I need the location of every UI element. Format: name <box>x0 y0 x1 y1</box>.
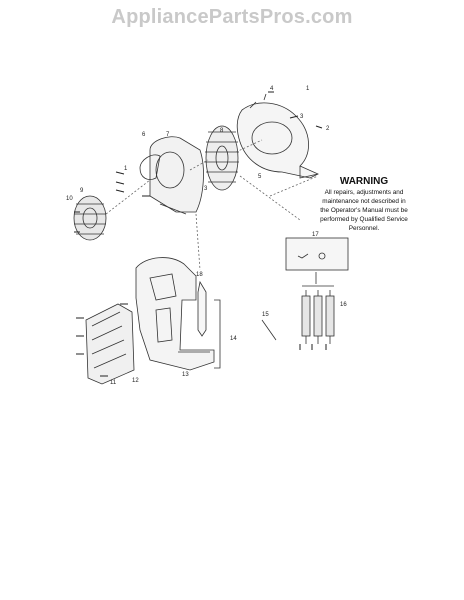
warning-line: maintenance not described in <box>322 198 406 205</box>
callout-7: 7 <box>166 132 170 138</box>
warning-line: Personnel. <box>349 225 380 232</box>
backpack-frame <box>135 257 215 371</box>
battery-cables <box>301 272 335 344</box>
callout-18: 18 <box>196 272 203 278</box>
callout-2: 2 <box>326 126 330 132</box>
callout-12: 12 <box>132 378 139 384</box>
callout-3-right: 3 <box>300 114 304 120</box>
callout-11: 11 <box>110 380 117 386</box>
warning-line: All repairs, adjustments and <box>325 189 404 196</box>
callout-9: 9 <box>80 188 84 194</box>
warning-title: WARNING <box>340 176 389 187</box>
warning-line: the Operator's Manual must be <box>320 207 408 214</box>
callout-1-left: 1 <box>124 166 128 172</box>
fan-impeller <box>205 125 239 191</box>
callout-16: 16 <box>340 302 347 308</box>
callout-15: 15 <box>262 312 269 318</box>
warning-notice: WARNING All repairs, adjustments and mai… <box>320 176 408 232</box>
callout-13: 13 <box>182 372 189 378</box>
back-pad <box>85 303 135 385</box>
callout-5: 5 <box>258 174 262 180</box>
fan-cover <box>139 136 204 215</box>
callout-8: 8 <box>220 128 224 134</box>
blower-tube <box>197 280 207 337</box>
ignition-coil <box>285 237 349 271</box>
watermark-text: AppliancePartsPros.com <box>111 6 353 28</box>
spark-plug-wire <box>261 319 277 341</box>
callout-1-right: 1 <box>306 86 310 92</box>
flywheel <box>73 195 107 241</box>
warning-line: performed by Qualified Service <box>320 216 408 223</box>
callout-3-left: 3 <box>204 186 208 192</box>
callout-6: 6 <box>142 132 146 138</box>
callout-14: 14 <box>230 336 237 342</box>
callout-4: 4 <box>270 86 274 92</box>
callout-17: 17 <box>312 232 319 238</box>
blower-housing <box>236 93 319 179</box>
callout-10: 10 <box>66 196 73 202</box>
